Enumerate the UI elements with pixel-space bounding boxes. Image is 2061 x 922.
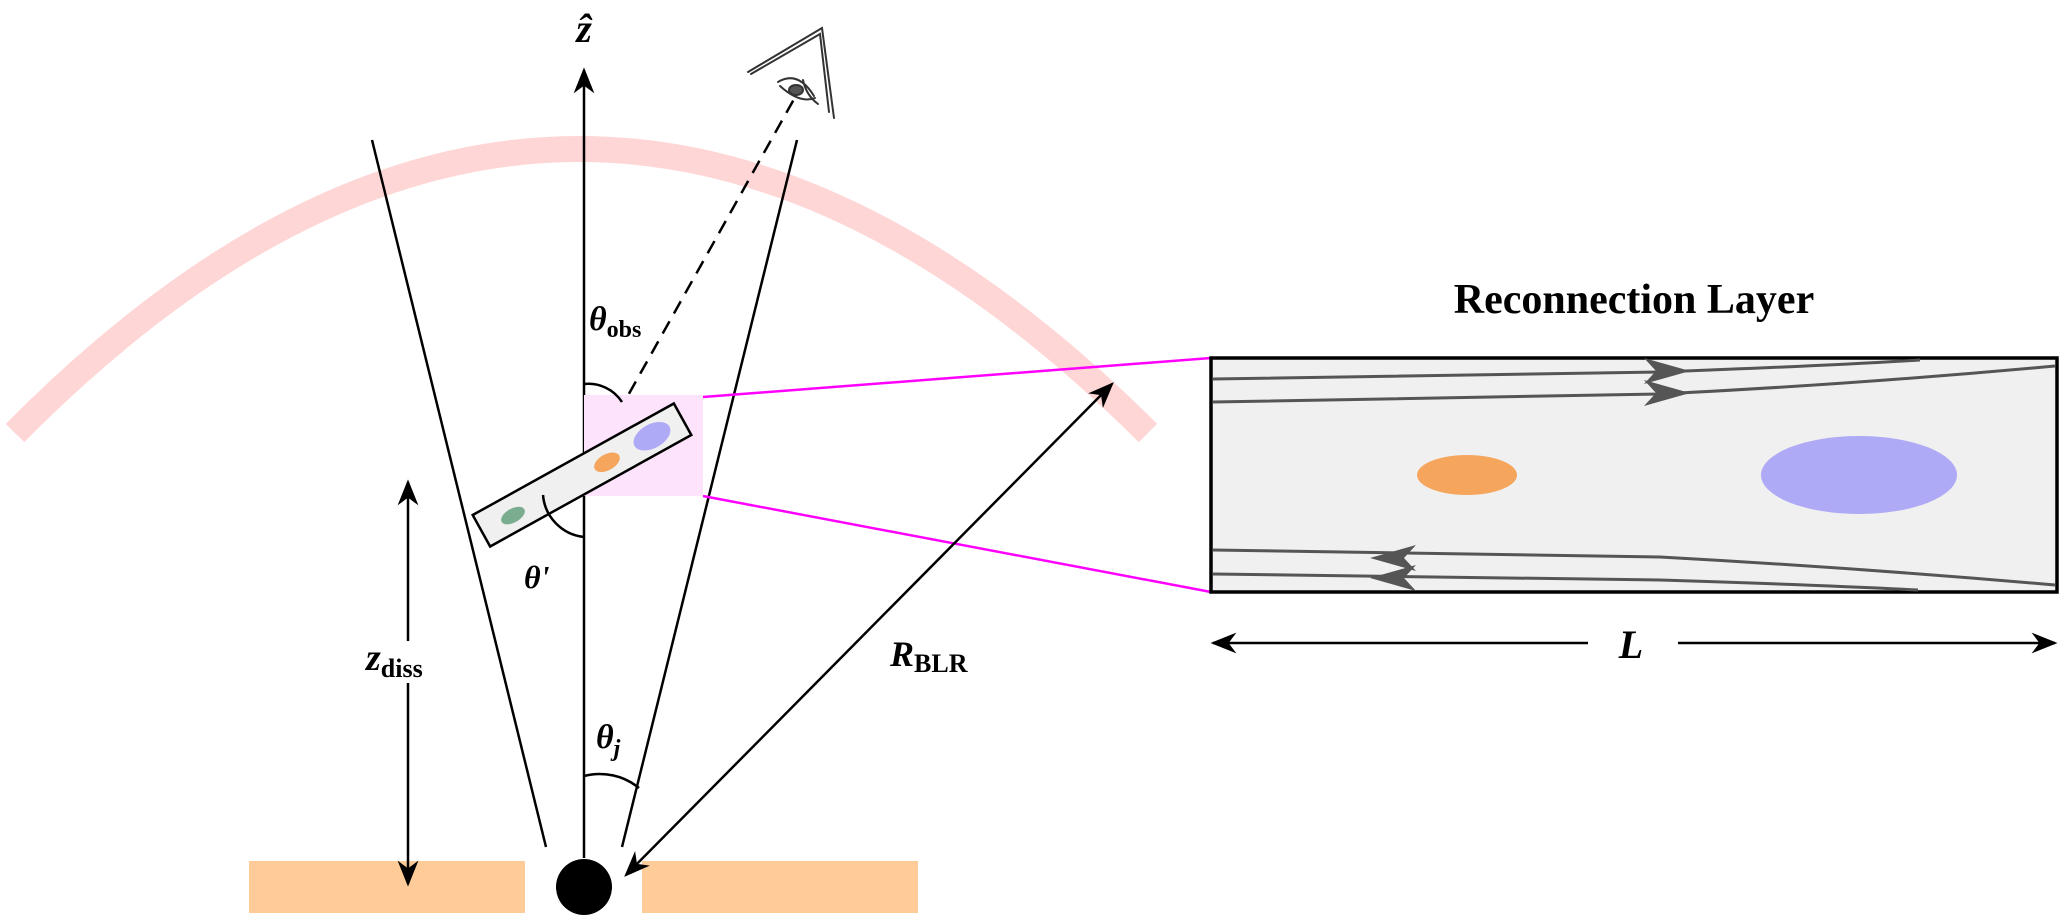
accretion-disk-left	[249, 861, 525, 913]
theta-obs-arc	[583, 382, 624, 403]
plasmoid-orange	[1417, 455, 1517, 495]
zoom-connector-bottom	[702, 494, 1212, 594]
accretion-disk-right	[642, 861, 918, 913]
r-blr-arrow	[624, 382, 1114, 877]
plasmoid-orange-small	[594, 452, 620, 473]
plasmoid-blue	[1761, 436, 1957, 514]
theta-obs-label: θobs	[589, 301, 641, 343]
r-blr-label: RBLR	[889, 634, 968, 678]
layer-length-label: L	[1618, 622, 1643, 667]
black-hole	[556, 859, 612, 915]
theta-j-arc	[583, 772, 640, 789]
zoom-connector-top	[702, 356, 1212, 399]
theta-j-label: θj	[596, 719, 621, 762]
theta-prime-label: θ'	[524, 559, 550, 595]
field-direction-arrows	[1370, 358, 1690, 591]
blr-arc	[5, 136, 1158, 443]
z-axis-label: ẑ	[574, 6, 593, 51]
jet-cone-left-edge	[370, 139, 548, 848]
z-diss-label: zdiss	[364, 637, 423, 683]
plasmoid-green	[501, 506, 525, 525]
layer-title: Reconnection Layer	[1454, 277, 1814, 323]
theta-prime-arc	[541, 494, 585, 539]
eye-icon	[747, 26, 835, 119]
